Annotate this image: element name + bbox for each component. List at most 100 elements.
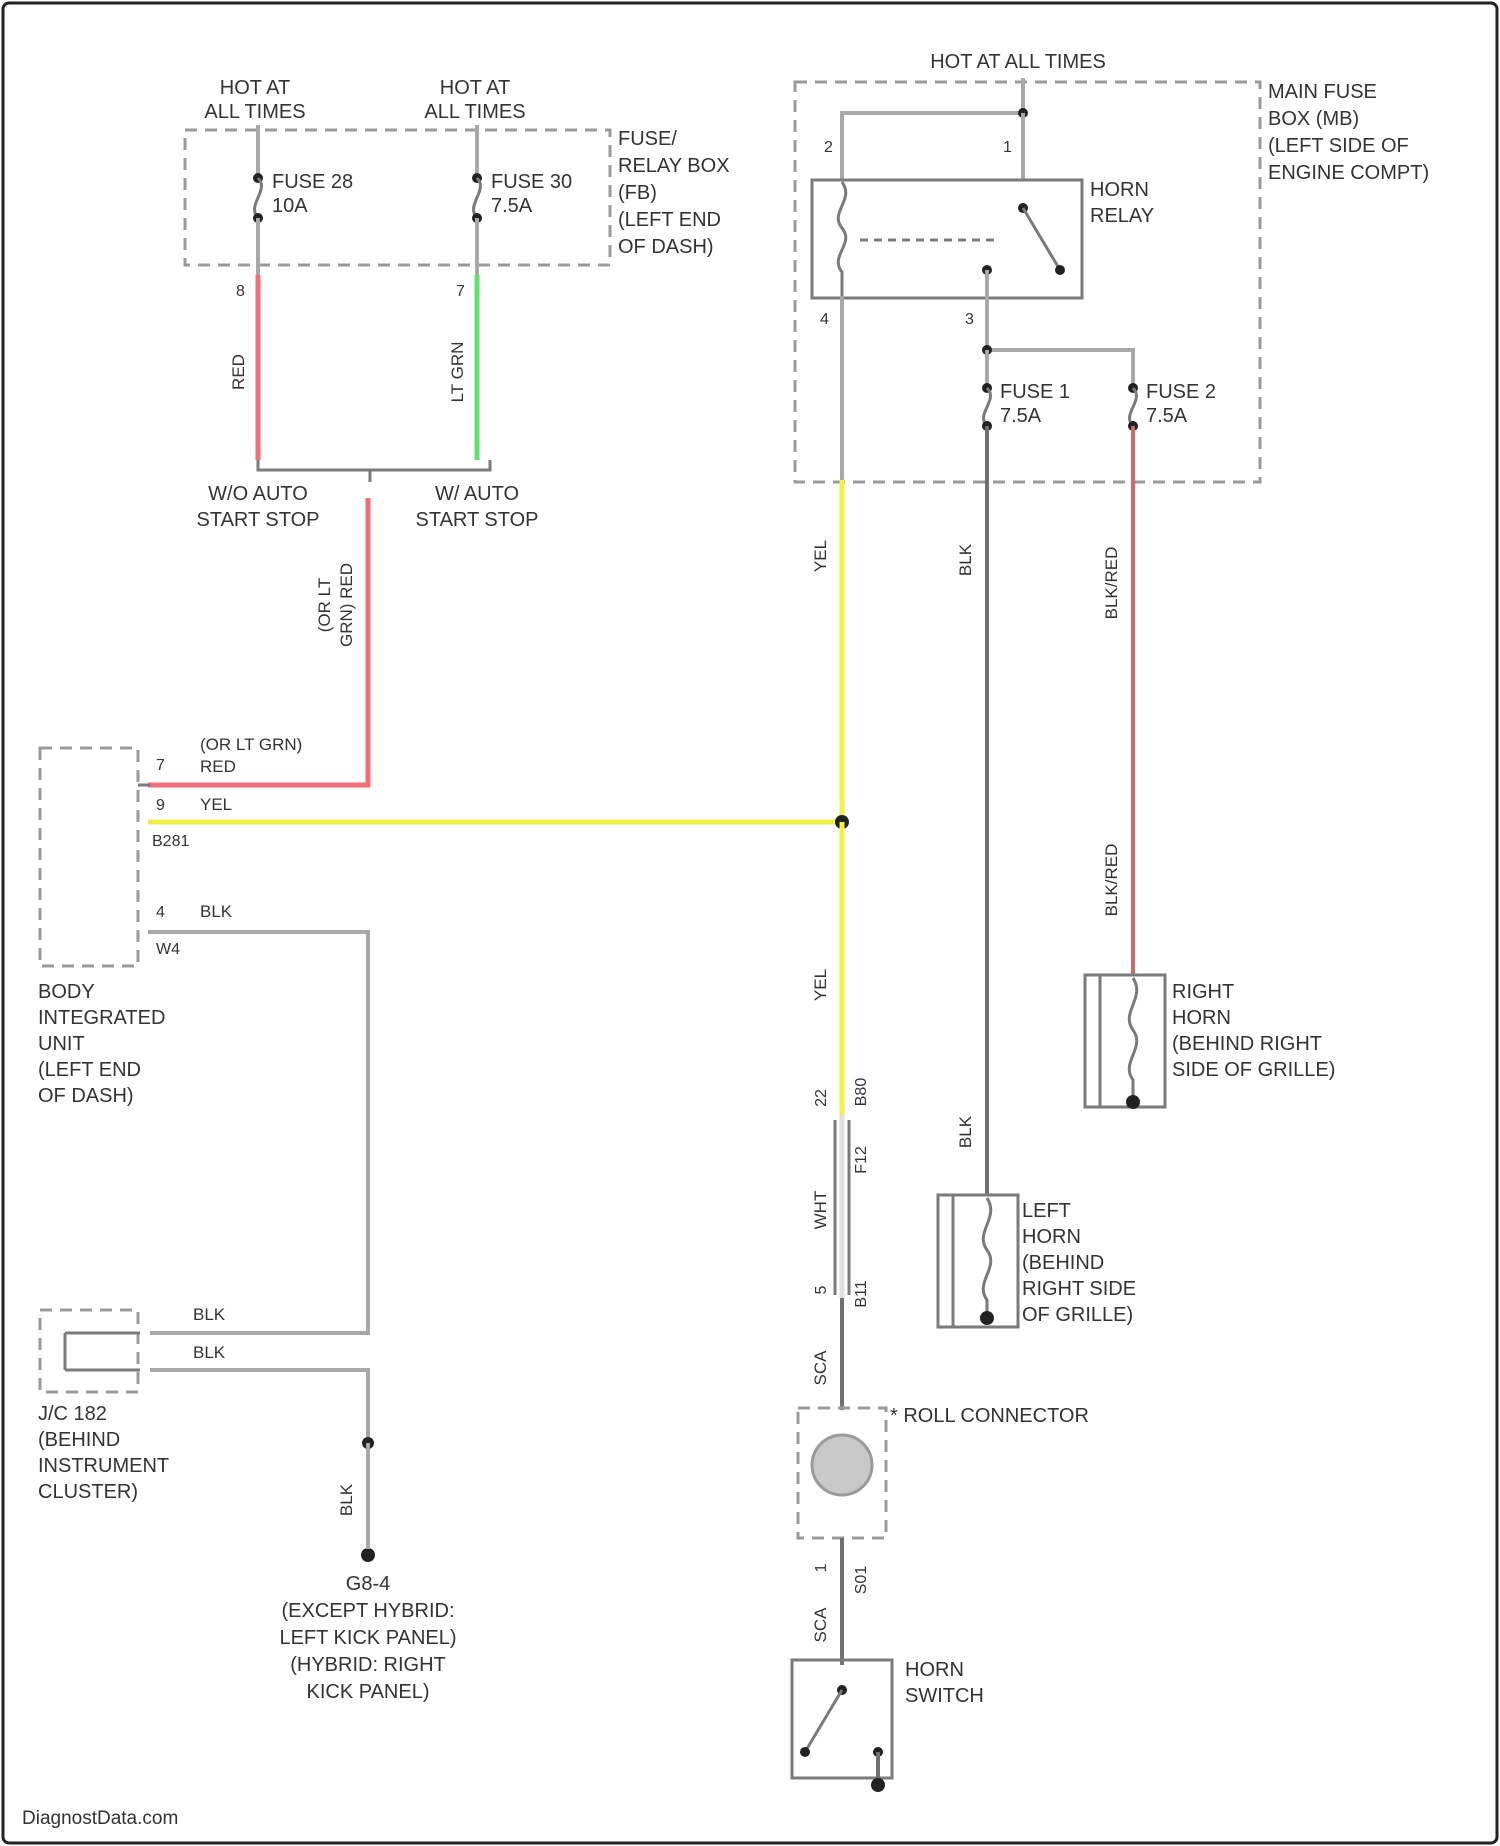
fuse2-label-2: 7.5A (1146, 405, 1188, 427)
horn-relay-label-2: RELAY (1090, 205, 1154, 227)
ground-label-3: LEFT KICK PANEL) (279, 1627, 456, 1649)
body-unit-label-1: BODY (38, 981, 95, 1003)
fuse-relay-box-label-5: OF DASH) (618, 236, 714, 258)
ground-wire-label: BLK (337, 1483, 356, 1516)
relay-pin-3: 3 (965, 311, 974, 328)
lt-grn-wire-label: LT GRN (448, 342, 467, 403)
left-horn-label-3: (BEHIND (1022, 1252, 1104, 1274)
ground-label-2: (EXCEPT HYBRID: (282, 1600, 455, 1622)
ground-label-5: KICK PANEL) (307, 1681, 430, 1703)
hot-label-2a: HOT AT (440, 77, 510, 99)
wo-auto-label-2: START STOP (197, 509, 320, 531)
relay-pin-4: 4 (820, 311, 829, 328)
fuse-b-pin: 7 (456, 283, 465, 300)
body-unit-pin9-wire: YEL (200, 795, 232, 814)
fuse-relay-box-label-1: FUSE/ (618, 128, 677, 150)
fuse1-label-1: FUSE 1 (1000, 381, 1070, 403)
main-fuse-box-label-2: BOX (MB) (1268, 108, 1359, 130)
horn-switch-contact-end (800, 1747, 810, 1757)
red-wire-label: RED (229, 354, 248, 390)
body-unit-pin4-wire: BLK (200, 902, 233, 921)
horn-relay-label-1: HORN (1090, 179, 1149, 201)
jc-blk-top: BLK (193, 1305, 226, 1324)
ground-label-1: G8-4 (346, 1573, 390, 1595)
yel-wire-label-2: YEL (811, 969, 830, 1001)
jc-blk-bottom: BLK (193, 1343, 226, 1362)
or-lt-grn-label-2: GRN) RED (337, 563, 356, 647)
ground-point-dot (361, 1548, 375, 1562)
right-horn-ground-dot (1126, 1095, 1140, 1109)
left-horn-label-2: HORN (1022, 1226, 1081, 1248)
right-horn-label-1: RIGHT (1172, 981, 1234, 1003)
blk-red-label-2: BLK/RED (1102, 844, 1121, 917)
conn-s01: S01 (853, 1566, 870, 1595)
main-fuse-box-label-4: ENGINE COMPT) (1268, 162, 1429, 184)
horn-switch-ground-dot (871, 1778, 885, 1792)
outer-frame (3, 3, 1497, 1843)
body-unit-pin7: 7 (156, 757, 165, 774)
body-unit-label-5: OF DASH) (38, 1085, 134, 1107)
sca-label-1: SCA (811, 1350, 830, 1386)
body-unit-pin4: 4 (156, 904, 165, 921)
right-horn-label-2: HORN (1172, 1007, 1231, 1029)
body-unit-pin7-wire2: RED (200, 757, 236, 776)
wo-auto-label-1: W/O AUTO (208, 483, 308, 505)
fuse-b-label-2: 7.5A (491, 195, 533, 217)
conn-pin-5: 5 (813, 1285, 830, 1294)
blk-wire-label-1: BLK (956, 543, 975, 576)
watermark: DiagnostData.com (22, 1808, 178, 1829)
fuse-a-label-2: 10A (272, 195, 308, 217)
conn-pin-1: 1 (813, 1563, 830, 1572)
body-unit-pin4-conn: W4 (156, 941, 180, 958)
left-horn-label-4: RIGHT SIDE (1022, 1278, 1136, 1300)
body-unit-pin9: 9 (156, 797, 165, 814)
left-horn-label-1: LEFT (1022, 1200, 1071, 1222)
hot-label-2b: ALL TIMES (424, 101, 525, 123)
body-unit-label-3: UNIT (38, 1033, 85, 1055)
relay-pin-2: 2 (824, 139, 833, 156)
fuse1-label-2: 7.5A (1000, 405, 1042, 427)
jc-label-4: CLUSTER) (38, 1481, 138, 1503)
w-auto-label-1: W/ AUTO (435, 483, 519, 505)
blk-wire-label-2: BLK (956, 1115, 975, 1148)
yel-wire-label-1: YEL (811, 540, 830, 572)
right-horn-label-3: (BEHIND RIGHT (1172, 1033, 1322, 1055)
horn-switch-label-1: HORN (905, 1659, 964, 1681)
conn-pin-22: 22 (813, 1089, 830, 1107)
body-unit-pin9-conn: B281 (152, 833, 189, 850)
body-unit-label-4: (LEFT END (38, 1059, 141, 1081)
wht-wire-label: WHT (811, 1191, 830, 1230)
ground-label-4: (HYBRID: RIGHT (290, 1654, 446, 1676)
conn-f12: F12 (853, 1146, 870, 1174)
relay-pin-1: 1 (1003, 139, 1012, 156)
jc-label-1: J/C 182 (38, 1403, 107, 1425)
left-horn-ground-dot (980, 1311, 994, 1325)
jc-label-3: INSTRUMENT (38, 1455, 169, 1477)
blk-red-label-1: BLK/RED (1102, 547, 1121, 620)
or-lt-grn-label-1: (OR LT (315, 578, 334, 632)
fuse-a-pin: 8 (236, 283, 245, 300)
fuse-relay-box-label-2: RELAY BOX (618, 155, 730, 177)
fuse-relay-box-label-4: (LEFT END (618, 209, 721, 231)
horn-relay-contact-end (1055, 265, 1065, 275)
horn-switch-label-2: SWITCH (905, 1685, 984, 1707)
body-unit-pin7-wire: (OR LT GRN) (200, 735, 302, 754)
w-auto-label-2: START STOP (416, 509, 539, 531)
hot-label-1a: HOT AT (220, 77, 290, 99)
hot-label-1b: ALL TIMES (204, 101, 305, 123)
left-horn-label-5: OF GRILLE) (1022, 1304, 1133, 1326)
main-fuse-box-label-3: (LEFT SIDE OF (1268, 135, 1409, 157)
conn-b80: B80 (853, 1078, 870, 1107)
hot-label-3: HOT AT ALL TIMES (930, 51, 1106, 73)
fuse2-label-1: FUSE 2 (1146, 381, 1216, 403)
right-horn-label-4: SIDE OF GRILLE) (1172, 1059, 1335, 1081)
roll-connector-spring (812, 1435, 872, 1495)
fuse-relay-box-label-3: (FB) (618, 182, 657, 204)
fuse-a-label-1: FUSE 28 (272, 171, 353, 193)
main-fuse-box-label-1: MAIN FUSE (1268, 81, 1377, 103)
conn-b11: B11 (853, 1280, 870, 1307)
fuse-b-label-1: FUSE 30 (491, 171, 572, 193)
sca-label-2: SCA (811, 1607, 830, 1643)
jc-label-2: (BEHIND (38, 1429, 120, 1451)
